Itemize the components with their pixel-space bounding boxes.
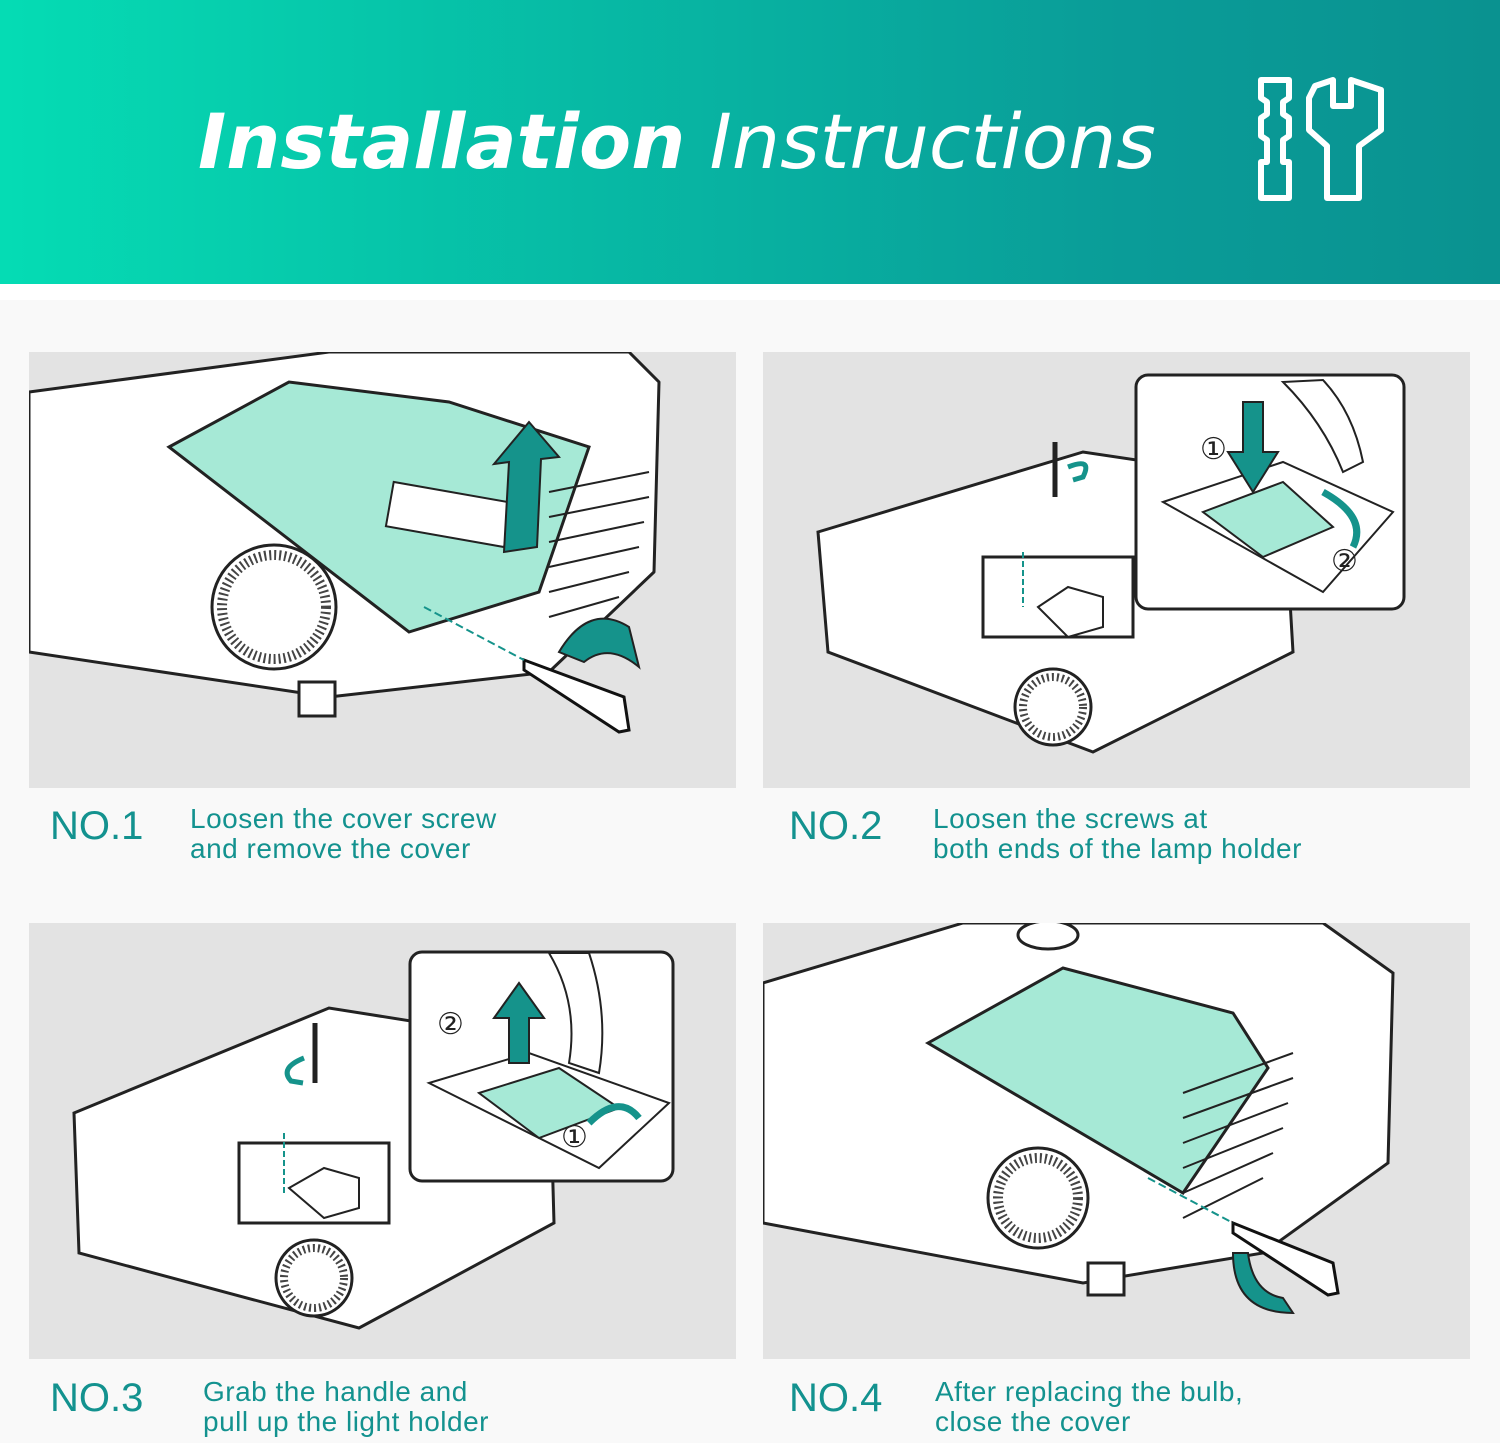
callout-2: ② — [437, 1007, 464, 1042]
projector-drawing-2: ① ② — [816, 373, 1406, 754]
step-1-line-1: Loosen the cover screw — [190, 803, 497, 834]
callout-2: ② — [1331, 544, 1358, 579]
step-3-caption: Grab the handle and pull up the light ho… — [203, 1377, 489, 1437]
step-3-line-1: Grab the handle and — [203, 1376, 468, 1407]
step-4-caption: After replacing the bulb, close the cove… — [935, 1377, 1243, 1437]
step-3-illustration: ② ① — [29, 923, 736, 1359]
step-2-line-1: Loosen the screws at — [933, 803, 1208, 834]
title-bold-word: Installation — [198, 97, 686, 186]
tools-icon — [1258, 77, 1384, 201]
step-4-line-2: close the cover — [935, 1406, 1131, 1437]
step-3-line-2: pull up the light holder — [203, 1406, 489, 1437]
header-banner — [0, 0, 1500, 284]
step-1-line-2: and remove the cover — [190, 833, 471, 864]
step-2-line-2: both ends of the lamp holder — [933, 833, 1302, 864]
step-1-caption: Loosen the cover screw and remove the co… — [190, 804, 497, 864]
page-title: Installation Instructions — [198, 104, 1156, 180]
projector-drawing-3: ② ① — [72, 950, 675, 1330]
projector-drawing-1 — [29, 352, 661, 734]
step-2-illustration: ① ② — [763, 352, 1470, 788]
title-regular-word: Instructions — [709, 97, 1156, 186]
step-1-number: NO.1 — [50, 804, 144, 848]
callout-1: ① — [1200, 432, 1227, 467]
step-4-illustration — [763, 923, 1470, 1359]
step-2-caption: Loosen the screws at both ends of the la… — [933, 804, 1302, 864]
step-4-number: NO.4 — [789, 1376, 883, 1420]
step-2-number: NO.2 — [789, 804, 883, 848]
step-4-line-1: After replacing the bulb, — [935, 1376, 1244, 1407]
callout-1: ① — [561, 1120, 588, 1155]
step-1-illustration — [29, 352, 736, 788]
projector-drawing-4 — [763, 923, 1395, 1315]
step-3-number: NO.3 — [50, 1376, 144, 1420]
banner-divider — [0, 284, 1500, 300]
